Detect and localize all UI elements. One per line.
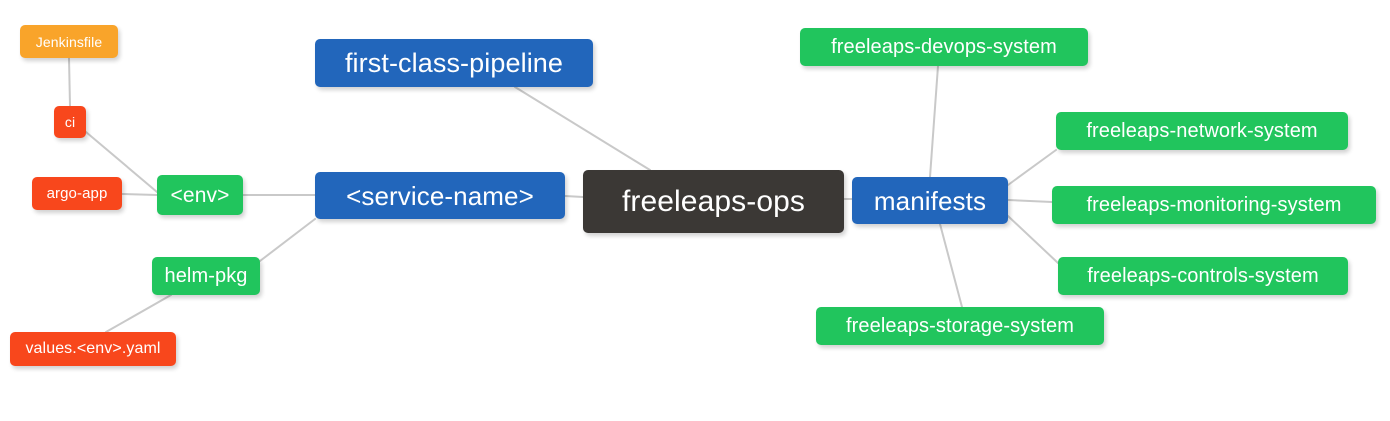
mindmap-node-freeleaps-network-system[interactable]: freeleaps-network-system [1056, 112, 1348, 150]
mindmap-node-helm-pkg[interactable]: helm-pkg [152, 257, 260, 295]
edge-first-class-pipeline-to-freeleaps-ops [514, 86, 651, 171]
mindmap-node-label: freeleaps-controls-system [1087, 265, 1319, 287]
mindmap-node-label: freeleaps-devops-system [831, 36, 1057, 58]
mindmap-node-ci[interactable]: ci [54, 106, 86, 138]
mindmap-node-label: manifests [873, 185, 987, 216]
mindmap-node-argo-app[interactable]: argo-app [32, 177, 122, 210]
mindmap-node-label: ci [64, 114, 76, 130]
mindmap-node-label: argo-app [46, 185, 108, 202]
mindmap-node-label: freeleaps-storage-system [845, 315, 1075, 337]
mindmap-node-service-name[interactable]: <service-name> [315, 172, 565, 219]
mindmap-node-freeleaps-ops[interactable]: freeleaps-ops [583, 170, 844, 233]
mindmap-node-label: freeleaps-network-system [1086, 120, 1318, 142]
mindmap-node-freeleaps-controls-system[interactable]: freeleaps-controls-system [1058, 257, 1348, 295]
mindmap-node-values-yaml[interactable]: values.<env>.yaml [10, 332, 176, 366]
mindmap-node-first-class-pipeline[interactable]: first-class-pipeline [315, 39, 593, 87]
mindmap-node-env[interactable]: <env> [157, 175, 243, 215]
edge-manifests-to-freeleaps-storage-system [939, 223, 963, 308]
mindmap-node-freeleaps-monitoring-system[interactable]: freeleaps-monitoring-system [1052, 186, 1376, 224]
mindmap-node-freeleaps-storage-system[interactable]: freeleaps-storage-system [816, 307, 1104, 345]
edge-helm-pkg-to-values-yaml [105, 294, 172, 333]
mindmap-node-label: helm-pkg [164, 265, 248, 287]
mindmap-node-label: freeleaps-monitoring-system [1086, 194, 1342, 216]
edge-argo-app-to-env [121, 193, 158, 196]
edge-manifests-to-freeleaps-network-system [1007, 149, 1057, 186]
mindmap-node-label: <env> [170, 183, 230, 207]
mindmap-node-label: first-class-pipeline [344, 47, 564, 78]
mindmap-node-label: Jenkinsfile [35, 33, 103, 50]
edge-service-name-to-freeleaps-ops [564, 195, 584, 198]
edge-jenkinsfile-to-ci [68, 57, 71, 107]
edge-manifests-to-freeleaps-controls-system [1007, 215, 1059, 264]
mindmap-node-manifests[interactable]: manifests [852, 177, 1008, 224]
edge-manifests-to-freeleaps-devops-system [929, 65, 939, 178]
mindmap-node-jenkinsfile[interactable]: Jenkinsfile [20, 25, 118, 58]
mindmap-node-label: values.<env>.yaml [25, 340, 161, 357]
edge-service-name-to-helm-pkg [259, 218, 316, 262]
edge-manifests-to-freeleaps-monitoring-system [1007, 199, 1053, 203]
mindmap-node-freeleaps-devops-system[interactable]: freeleaps-devops-system [800, 28, 1088, 66]
edge-ci-to-env [85, 131, 158, 193]
mindmap-node-label: freeleaps-ops [621, 184, 806, 218]
mindmap-node-label: <service-name> [346, 180, 534, 211]
